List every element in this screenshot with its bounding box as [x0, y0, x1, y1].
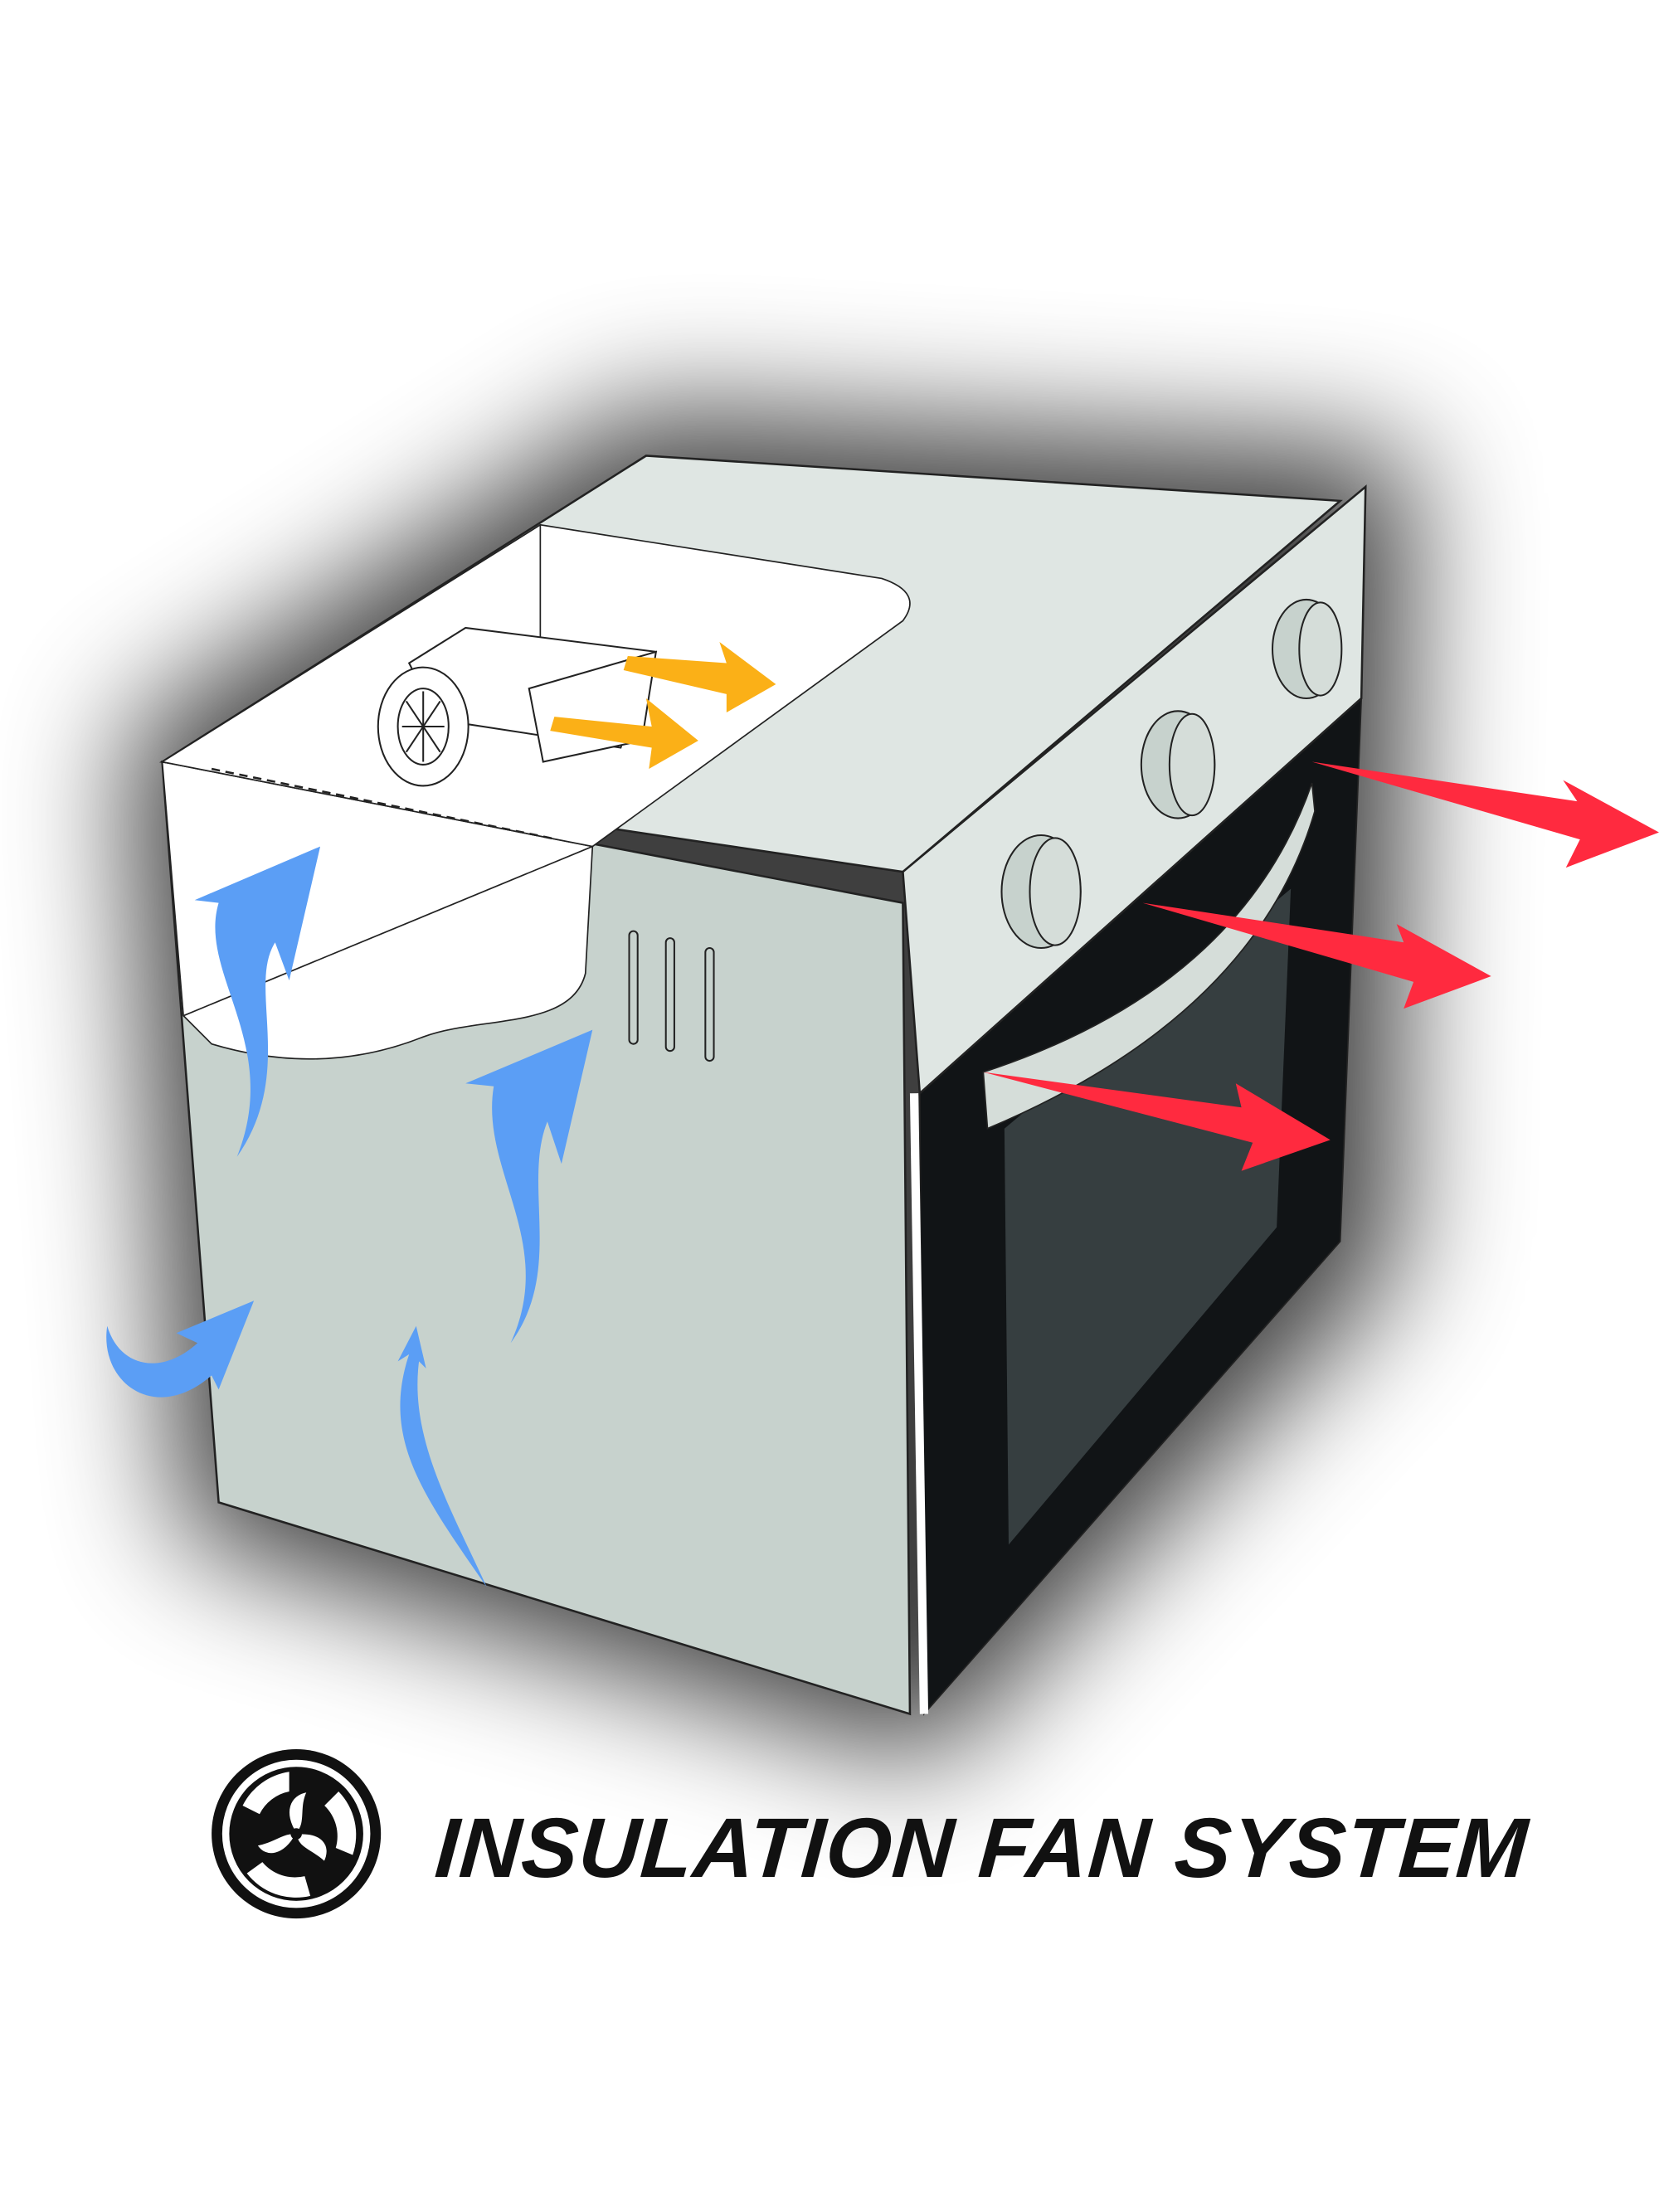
fan-icon [212, 1749, 382, 1919]
control-knobs [1000, 598, 1343, 950]
cool-air-arrows [106, 846, 593, 1587]
dashed-line [211, 767, 558, 841]
control-panel [902, 484, 1367, 1096]
diagram-title: INSULATION FAN SYSTEM [432, 1801, 1531, 1895]
fan-blower [377, 626, 658, 787]
fan-flow-arrows [550, 641, 776, 770]
exhaust-air-arrows [983, 761, 1659, 1171]
side-vents [628, 930, 715, 1062]
oven-window [1004, 888, 1292, 1545]
door-handle [982, 782, 1316, 1130]
